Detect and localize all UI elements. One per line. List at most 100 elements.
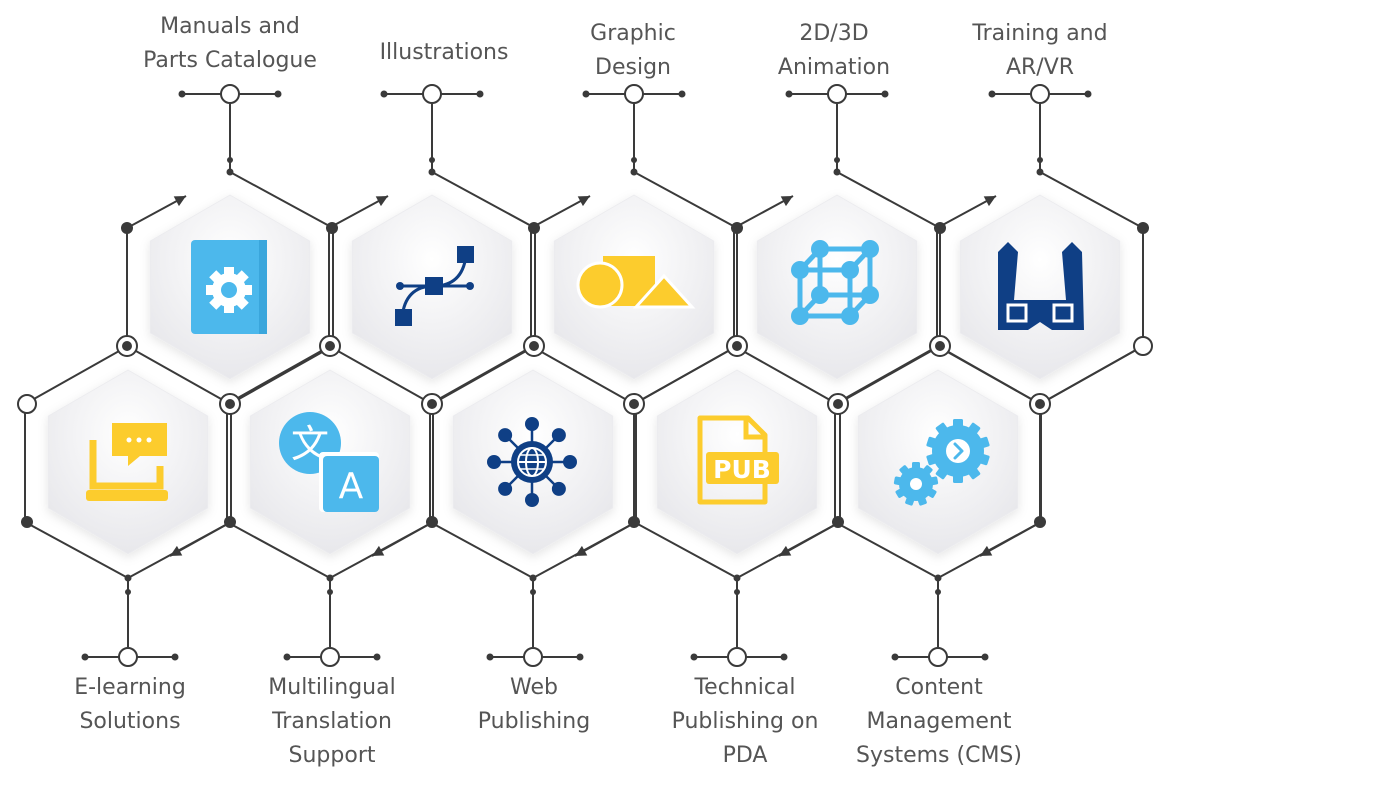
junction-bottom bbox=[628, 516, 640, 528]
junction-ring-center bbox=[427, 399, 437, 409]
hex-edge-upper-right bbox=[836, 171, 941, 229]
hex-edge-lower-left bbox=[530, 345, 635, 405]
junction-bottom bbox=[426, 516, 438, 528]
hex-edge-upper-right bbox=[633, 171, 738, 229]
junction-bottom-small bbox=[124, 574, 132, 582]
junction-ring-center bbox=[529, 341, 539, 351]
arrow-bottom-2 bbox=[371, 521, 434, 557]
arrow-top-1 bbox=[126, 195, 187, 229]
stem-dot bbox=[734, 589, 740, 595]
stem-dot bbox=[327, 589, 333, 595]
junction-top-small bbox=[833, 168, 841, 176]
junction-ring-center bbox=[833, 399, 843, 409]
arrow-head bbox=[173, 196, 186, 207]
bar-end-dot bbox=[678, 90, 686, 98]
label-cms: Content Management Systems (CMS) bbox=[856, 675, 1022, 768]
arrow-head bbox=[170, 545, 183, 556]
junction-bottom bbox=[832, 516, 844, 528]
label-node-top-2 bbox=[422, 84, 442, 104]
label-graphic-design: Graphic Design bbox=[590, 21, 676, 80]
pub-text: PUB bbox=[713, 455, 771, 484]
shapes-icon bbox=[576, 256, 696, 309]
arrow-top-4 bbox=[733, 195, 794, 229]
bar-end-dot bbox=[486, 653, 494, 661]
junction-ring-center bbox=[732, 341, 742, 351]
junction-top-small bbox=[630, 168, 638, 176]
junction-bottom-small bbox=[529, 574, 537, 582]
junction-ring-center bbox=[629, 399, 639, 409]
hex-edge-lower-left-bottom bbox=[226, 521, 331, 579]
vr-headset-icon bbox=[998, 242, 1084, 330]
label-node-bottom-5 bbox=[928, 647, 948, 667]
junction-ring-center bbox=[122, 341, 132, 351]
label-animation: 2D/3D Animation bbox=[777, 21, 891, 80]
hex-edge-upper-left-bottom bbox=[24, 345, 129, 405]
junction-upper bbox=[731, 222, 743, 234]
junction-bottom bbox=[1034, 516, 1046, 528]
arrow-bottom-5 bbox=[979, 521, 1042, 557]
junction-bottom-small bbox=[326, 574, 334, 582]
label-node-top-3 bbox=[624, 84, 644, 104]
hex-edge-upper-right bbox=[1039, 171, 1144, 229]
junction-bottom bbox=[21, 516, 33, 528]
hex-edge-upper-left-bottom bbox=[633, 345, 738, 405]
bar-end-dot bbox=[81, 653, 89, 661]
pub-document-icon: PUB bbox=[697, 415, 779, 505]
stem-dot bbox=[227, 157, 233, 163]
stem-dot bbox=[125, 589, 131, 595]
label-elearning: E-learning Solutions bbox=[74, 675, 186, 734]
junction-bottom-small bbox=[733, 574, 741, 582]
hex-edge-lower-right bbox=[229, 345, 334, 405]
junction-top-small bbox=[226, 168, 234, 176]
bar-end-dot bbox=[690, 653, 698, 661]
label-training-arvr: Training and AR/VR bbox=[972, 21, 1108, 80]
translate-icon: 文A bbox=[279, 412, 379, 512]
vector-pen-icon bbox=[395, 246, 474, 326]
hex-edge-end-lower bbox=[1039, 345, 1144, 405]
globe-network-icon bbox=[487, 417, 577, 507]
junction-top-small bbox=[1036, 168, 1044, 176]
bar-end-dot bbox=[171, 653, 179, 661]
bar-end-dot bbox=[780, 653, 788, 661]
gears-cms-icon bbox=[893, 419, 990, 506]
manual-book-gear-icon bbox=[191, 240, 267, 334]
hex-edge-lower-left bbox=[733, 345, 838, 405]
label-node-bottom-3 bbox=[523, 647, 543, 667]
label-node-top-1 bbox=[220, 84, 240, 104]
label-node-top-4 bbox=[827, 84, 847, 104]
hex-edge-lower-left-bottom bbox=[834, 521, 939, 579]
hex-edge-upper-left-bottom bbox=[429, 345, 534, 405]
arrow-top-5 bbox=[936, 195, 997, 229]
junction-upper bbox=[326, 222, 338, 234]
junction-upper bbox=[121, 222, 133, 234]
hex-edge-lower-left bbox=[328, 345, 433, 405]
hex-tile-top-5 bbox=[959, 194, 1121, 380]
junction-upper bbox=[1137, 222, 1149, 234]
hex-edge-lower-left bbox=[126, 345, 231, 405]
bar-end-dot bbox=[178, 90, 186, 98]
bar-end-dot bbox=[582, 90, 590, 98]
label-web-publishing: Web Publishing bbox=[477, 675, 591, 734]
arrow-bottom-1 bbox=[169, 521, 232, 557]
hex-edge-upper-right bbox=[431, 171, 536, 229]
stem-dot bbox=[1037, 157, 1043, 163]
arrow-head bbox=[983, 196, 996, 207]
hex-edge-upper-left-bottom bbox=[226, 345, 331, 405]
bar-end-dot bbox=[981, 653, 989, 661]
bar-end-dot bbox=[785, 90, 793, 98]
stem-dot bbox=[834, 157, 840, 163]
hollow-end-right bbox=[1133, 336, 1153, 356]
cube-wireframe-icon bbox=[791, 240, 879, 325]
label-illustrations: Illustrations bbox=[379, 40, 509, 65]
bar-end-dot bbox=[891, 653, 899, 661]
arrow-bottom-3 bbox=[574, 521, 637, 557]
bar-end-dot bbox=[476, 90, 484, 98]
arrow-bottom-4 bbox=[778, 521, 841, 557]
junction-ring-center bbox=[1035, 399, 1045, 409]
hex-edge-link bbox=[937, 345, 1041, 405]
hex-edge-upper-right bbox=[229, 171, 334, 229]
label-translation: Multilingual Translation Support bbox=[268, 675, 396, 768]
junction-ring-center bbox=[225, 399, 235, 409]
